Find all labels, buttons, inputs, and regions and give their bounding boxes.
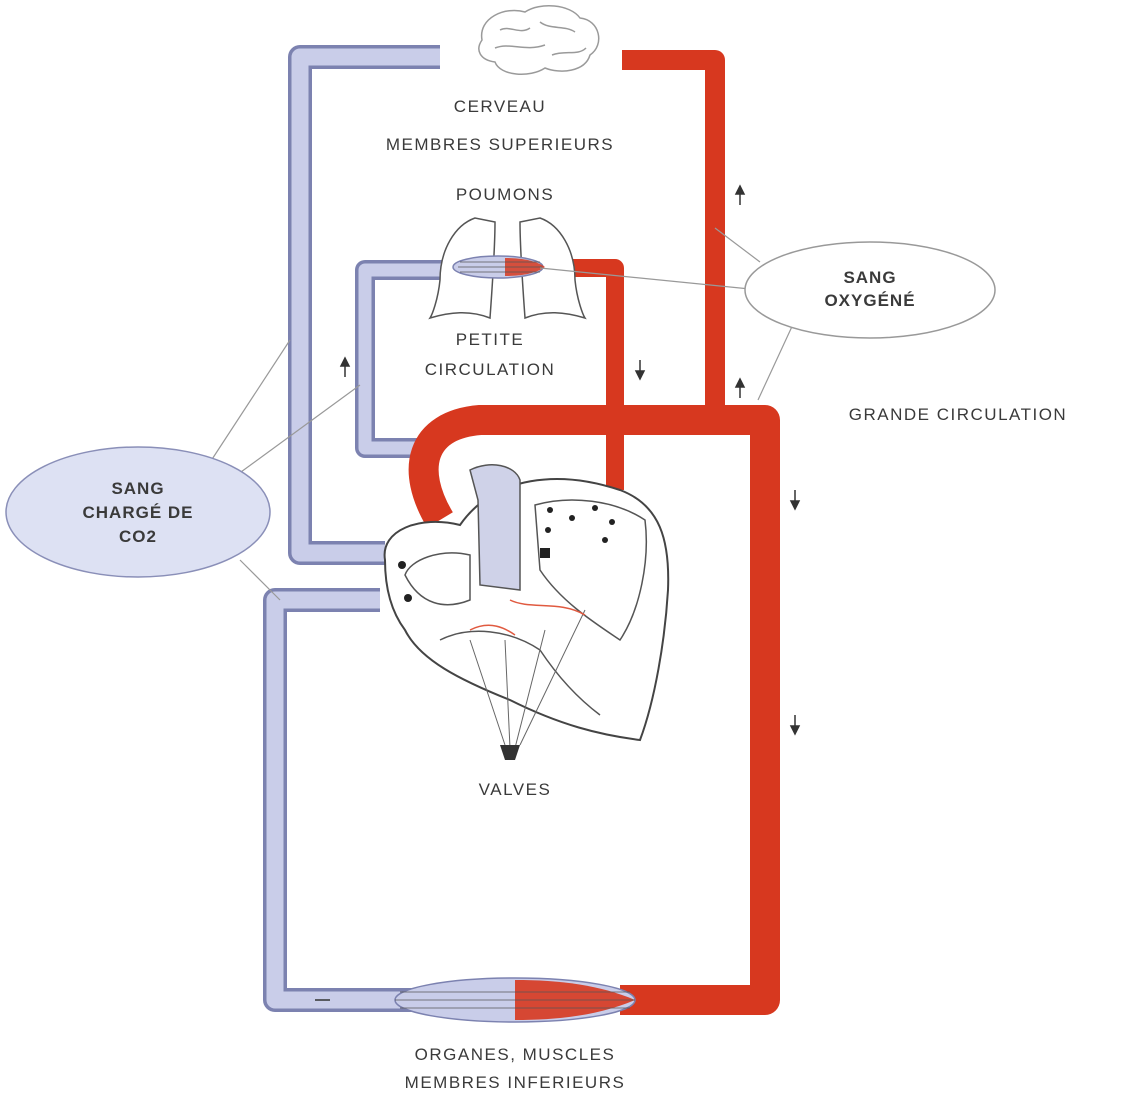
brain-icon <box>479 6 599 75</box>
lung-capillaries <box>453 256 545 278</box>
label-cerveau: CERVEAU <box>454 97 546 116</box>
bubble-sang-oxygene: SANG OXYGÉNÉ <box>745 242 995 338</box>
label-membres-superieurs: MEMBRES SUPERIEURS <box>386 135 614 154</box>
label-membres-inferieurs: MEMBRES INFERIEURS <box>405 1073 626 1092</box>
svg-text:CHARGÉ DE: CHARGÉ DE <box>82 503 193 522</box>
bubble-sang-co2: SANG CHARGÉ DE CO2 <box>6 447 270 577</box>
svg-text:SANG: SANG <box>843 268 896 287</box>
svg-text:CO2: CO2 <box>119 527 157 546</box>
organ-capillaries <box>395 978 635 1022</box>
vena-cava-inferior <box>275 600 420 1000</box>
svg-text:OXYGÉNÉ: OXYGÉNÉ <box>824 291 915 310</box>
label-grande-circulation: GRANDE CIRCULATION <box>849 405 1067 424</box>
label-petite-circulation-2: CIRCULATION <box>425 360 555 379</box>
label-petite-circulation-1: PETITE <box>456 330 525 349</box>
label-organes-muscles: ORGANES, MUSCLES <box>415 1045 616 1064</box>
svg-text:SANG: SANG <box>111 479 164 498</box>
label-valves: VALVES <box>479 780 552 799</box>
artery-to-brain <box>622 60 715 420</box>
label-poumons: POUMONS <box>456 185 554 204</box>
valves-pointer <box>500 745 520 760</box>
